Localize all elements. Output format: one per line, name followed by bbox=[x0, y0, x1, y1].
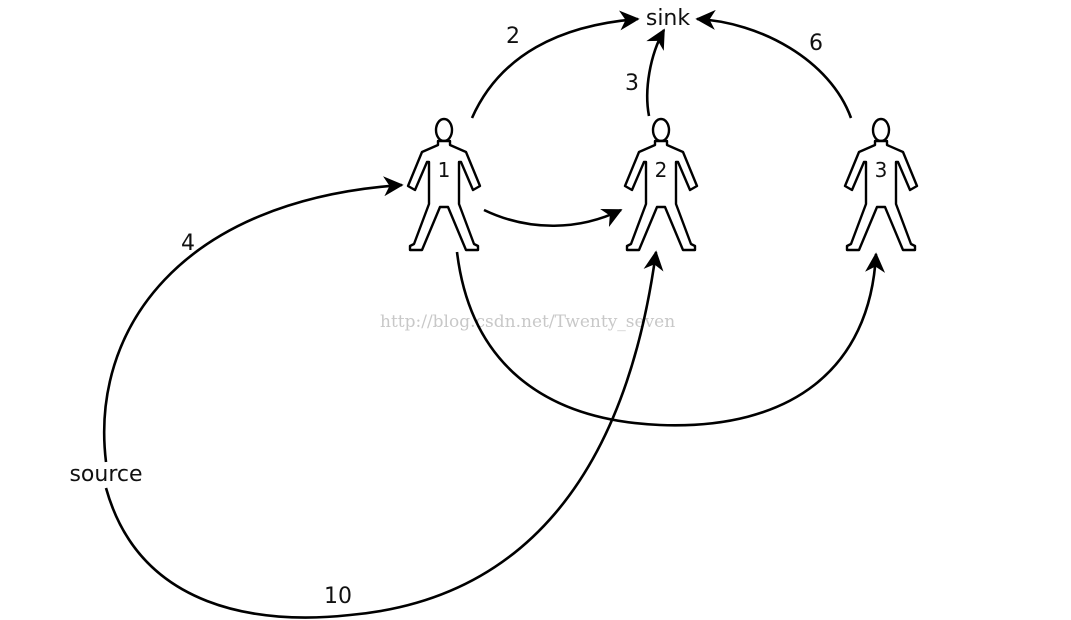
edge-person-1-to-sink bbox=[470, 10, 640, 119]
sink-node-label: sink bbox=[646, 6, 691, 31]
person-node-1: 1 bbox=[406, 117, 482, 252]
person-node-2: 2 bbox=[623, 117, 699, 252]
edge-label-person-1-to-sink: 2 bbox=[506, 24, 520, 49]
edge-source-to-person-1 bbox=[102, 176, 404, 463]
person-icon bbox=[623, 117, 699, 252]
edge-source-to-person-2 bbox=[104, 250, 664, 619]
source-node-label: source bbox=[69, 462, 142, 487]
edge-label-person-2-to-sink: 3 bbox=[625, 71, 639, 96]
edge-label-source-to-person-1: 4 bbox=[181, 231, 195, 256]
edge-label-person-3-to-sink: 6 bbox=[809, 31, 823, 56]
person-icon bbox=[406, 117, 482, 252]
watermark-text: http://blog.csdn.net/Twenty_seven bbox=[380, 312, 675, 332]
edge-person-1-to-person-2 bbox=[483, 208, 623, 228]
edge-label-source-to-person-2: 10 bbox=[324, 584, 352, 609]
edge-person-1-to-person-3 bbox=[455, 251, 886, 427]
person-icon bbox=[843, 117, 919, 252]
person-node-label: 3 bbox=[875, 158, 888, 182]
person-node-3: 3 bbox=[843, 117, 919, 252]
person-node-label: 2 bbox=[655, 158, 668, 182]
person-node-label: 1 bbox=[438, 158, 451, 182]
edge-person-2-to-sink bbox=[645, 28, 666, 117]
edge-person-3-to-sink bbox=[695, 9, 853, 119]
